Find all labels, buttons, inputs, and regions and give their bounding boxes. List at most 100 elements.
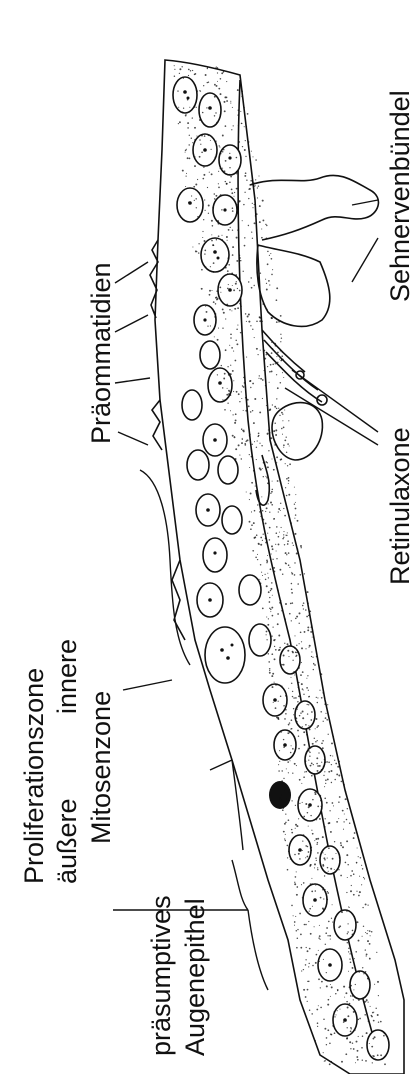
- bracket-aeussere-mitosenzone: [232, 760, 243, 850]
- stipple-dot: [356, 862, 357, 863]
- stipple-dot: [309, 728, 311, 730]
- stipple-dot: [250, 325, 251, 326]
- stipple-dot: [349, 907, 350, 908]
- stipple-dot: [348, 948, 349, 949]
- stipple-dot: [257, 440, 258, 441]
- stipple-dot: [283, 664, 285, 666]
- stipple-dot: [351, 870, 353, 872]
- stipple-dot: [372, 1062, 373, 1063]
- stipple-dot: [267, 573, 268, 574]
- stipple-dot: [261, 496, 262, 497]
- stipple-dot: [375, 1008, 376, 1009]
- stipple-dot: [255, 486, 256, 487]
- stipple-dot: [204, 135, 206, 137]
- stipple-dot: [289, 463, 291, 465]
- stipple-dot: [322, 692, 324, 694]
- stipple-dot: [307, 950, 309, 952]
- stipple-dot: [255, 159, 257, 161]
- stipple-dot: [219, 145, 220, 146]
- nucleus: [239, 575, 261, 605]
- stipple-dot: [347, 1003, 348, 1004]
- stipple-dot: [301, 970, 302, 971]
- stipple-dot: [323, 766, 324, 767]
- stipple-dot: [324, 797, 326, 799]
- pigment-cell: [269, 781, 291, 809]
- stipple-dot: [380, 1054, 382, 1056]
- stipple-dot: [260, 272, 261, 273]
- stipple-dot: [344, 997, 345, 998]
- stipple-dot: [325, 779, 327, 781]
- stipple-dot: [295, 652, 297, 654]
- stipple-dot: [283, 508, 284, 509]
- stipple-dot: [371, 1046, 373, 1048]
- stipple-dot: [194, 127, 196, 129]
- stipple-dot: [321, 981, 323, 983]
- stipple-dot: [324, 703, 326, 705]
- stipple-dot: [347, 864, 348, 865]
- stipple-dot: [294, 882, 295, 883]
- stipple-dot: [284, 440, 286, 442]
- stipple-dot: [224, 373, 226, 375]
- stipple-dot: [275, 429, 277, 431]
- stipple-dot: [227, 270, 229, 272]
- stipple-dot: [353, 1048, 355, 1050]
- stipple-dot: [174, 69, 175, 70]
- stipple-dot: [259, 205, 261, 207]
- stipple-dot: [371, 1016, 373, 1018]
- stipple-dot: [319, 961, 320, 962]
- stipple-dot: [296, 930, 298, 932]
- stipple-dot: [350, 961, 352, 963]
- stipple-dot: [322, 836, 324, 838]
- stipple-dot: [349, 1003, 351, 1005]
- stipple-dot: [273, 702, 274, 703]
- stipple-dot: [335, 763, 337, 765]
- stipple-dot: [308, 690, 309, 691]
- stipple-dot: [286, 495, 288, 497]
- stipple-dot: [358, 999, 360, 1001]
- stipple-dot: [308, 921, 309, 922]
- stipple-dot: [249, 467, 250, 468]
- stipple-dot: [269, 670, 270, 671]
- stipple-dot: [303, 608, 304, 609]
- stipple-dot: [268, 450, 269, 451]
- stipple-dot: [311, 891, 313, 893]
- stipple-dot: [311, 883, 313, 885]
- stipple-dot: [317, 1026, 318, 1027]
- stipple-dot: [290, 859, 291, 860]
- stipple-dot: [310, 815, 311, 816]
- stipple-dot: [363, 877, 364, 878]
- stipple-dot: [308, 851, 310, 853]
- stipple-dot: [257, 187, 258, 188]
- detached-cell-cluster: [272, 403, 322, 460]
- stipple-dot: [316, 844, 317, 845]
- stipple-dot: [301, 683, 303, 685]
- stipple-dot: [339, 1009, 340, 1010]
- stipple-dot: [186, 173, 187, 174]
- stipple-dot: [214, 198, 216, 200]
- stipple-dot: [199, 139, 201, 141]
- stipple-dot: [287, 532, 288, 533]
- stipple-dot: [289, 732, 290, 733]
- stipple-dot: [214, 157, 215, 158]
- stipple-dot: [282, 538, 284, 540]
- stipple-dot: [248, 281, 249, 282]
- stipple-dot: [338, 818, 339, 819]
- stipple-dot: [295, 508, 297, 510]
- stipple-dot: [237, 288, 238, 289]
- stipple-dot: [189, 158, 191, 160]
- stipple-dot: [323, 909, 325, 911]
- stipple-dot: [283, 808, 284, 809]
- stipple-dot: [297, 701, 299, 703]
- stipple-dot: [337, 766, 339, 768]
- stipple-dot: [222, 328, 223, 329]
- stipple-dot: [276, 550, 277, 551]
- stipple-dot: [272, 363, 274, 365]
- stipple-dot: [285, 463, 286, 464]
- stipple-dot: [335, 993, 336, 994]
- stipple-dot: [288, 724, 290, 726]
- stipple-dot: [269, 601, 271, 603]
- stipple-dot: [288, 480, 290, 482]
- stipple-dot: [252, 444, 253, 445]
- stipple-dot: [304, 744, 306, 746]
- stipple-dot: [204, 199, 205, 200]
